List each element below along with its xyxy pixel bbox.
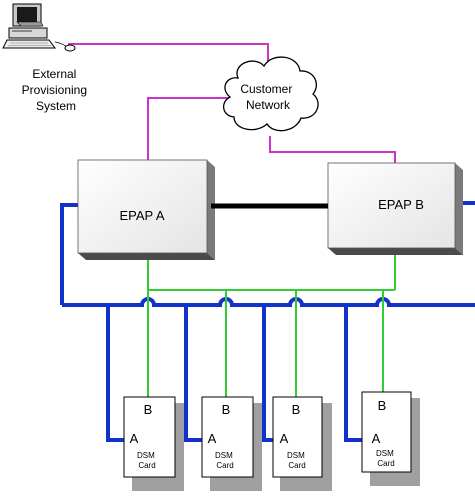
- dsm-card-name: DSM Card: [137, 451, 157, 470]
- dsm-card-name-line-1: DSM: [215, 451, 233, 460]
- provisioning-label-line-1: External: [32, 67, 76, 81]
- dsm-card-port-b: B: [292, 402, 301, 417]
- dsm-card-port-a: A: [372, 431, 381, 446]
- computer-workstation-icon: [2, 3, 76, 52]
- dsm-card-port-a: A: [280, 431, 289, 446]
- dsm-card-name: DSM Card: [215, 451, 235, 470]
- dsm-card-name-line-2: Card: [216, 461, 233, 470]
- dsm-card-port-b: B: [222, 402, 231, 417]
- lan-a-trunk: [62, 297, 475, 307]
- epap-b-box: EPAP B: [327, 162, 463, 255]
- dsm-card-port-a: A: [208, 431, 217, 446]
- lan-a-drop-card-1: [106, 305, 124, 442]
- dsm-card-port-b: B: [144, 402, 153, 417]
- customer-network-line-1: Customer: [240, 82, 292, 96]
- epap-b-label: EPAP B: [378, 197, 424, 212]
- lan-a-drop-card-3: [262, 305, 274, 442]
- dsm-card-port-b: B: [378, 398, 387, 413]
- customer-network-line-2: Network: [246, 98, 291, 112]
- dsm-card-name-line-2: Card: [138, 461, 155, 470]
- epap-a-label: EPAP A: [119, 208, 164, 223]
- dsm-card: B A DSM Card: [123, 396, 184, 491]
- dsm-card: B A DSM Card: [361, 391, 420, 486]
- lan-a-drop-card-4: [344, 305, 362, 442]
- lan-a-drop-card-2: [184, 305, 202, 442]
- link-network-to-epap-b: [269, 136, 396, 163]
- dsm-card-name-line-2: Card: [288, 461, 305, 470]
- provisioning-system-label: External Provisioning System: [22, 67, 91, 113]
- provisioning-label-line-3: System: [36, 99, 76, 113]
- cloud-icon: [223, 56, 319, 132]
- dsm-card-name: DSM Card: [376, 449, 396, 468]
- link-network-to-epap-a: [147, 97, 232, 160]
- dsm-card-name-line-1: DSM: [137, 451, 155, 460]
- dsm-card: B A DSM Card: [201, 396, 262, 491]
- provisioning-label-line-2: Provisioning: [22, 83, 87, 97]
- dsm-card-name: DSM Card: [287, 451, 307, 470]
- dsm-card-port-a: A: [130, 431, 139, 446]
- dsm-card: B A DSM Card: [272, 396, 332, 491]
- dsm-card-name-line-1: DSM: [287, 451, 305, 460]
- lan-a-bus: [60, 201, 475, 442]
- dsm-card-name-line-1: DSM: [376, 449, 394, 458]
- epap-a-box: EPAP A: [77, 159, 215, 260]
- lan-a-left-riser: [60, 203, 78, 305]
- link-provisioning-to-network: [68, 43, 269, 70]
- customer-network-label: Customer Network: [240, 82, 295, 112]
- dsm-card-name-line-2: Card: [377, 459, 394, 468]
